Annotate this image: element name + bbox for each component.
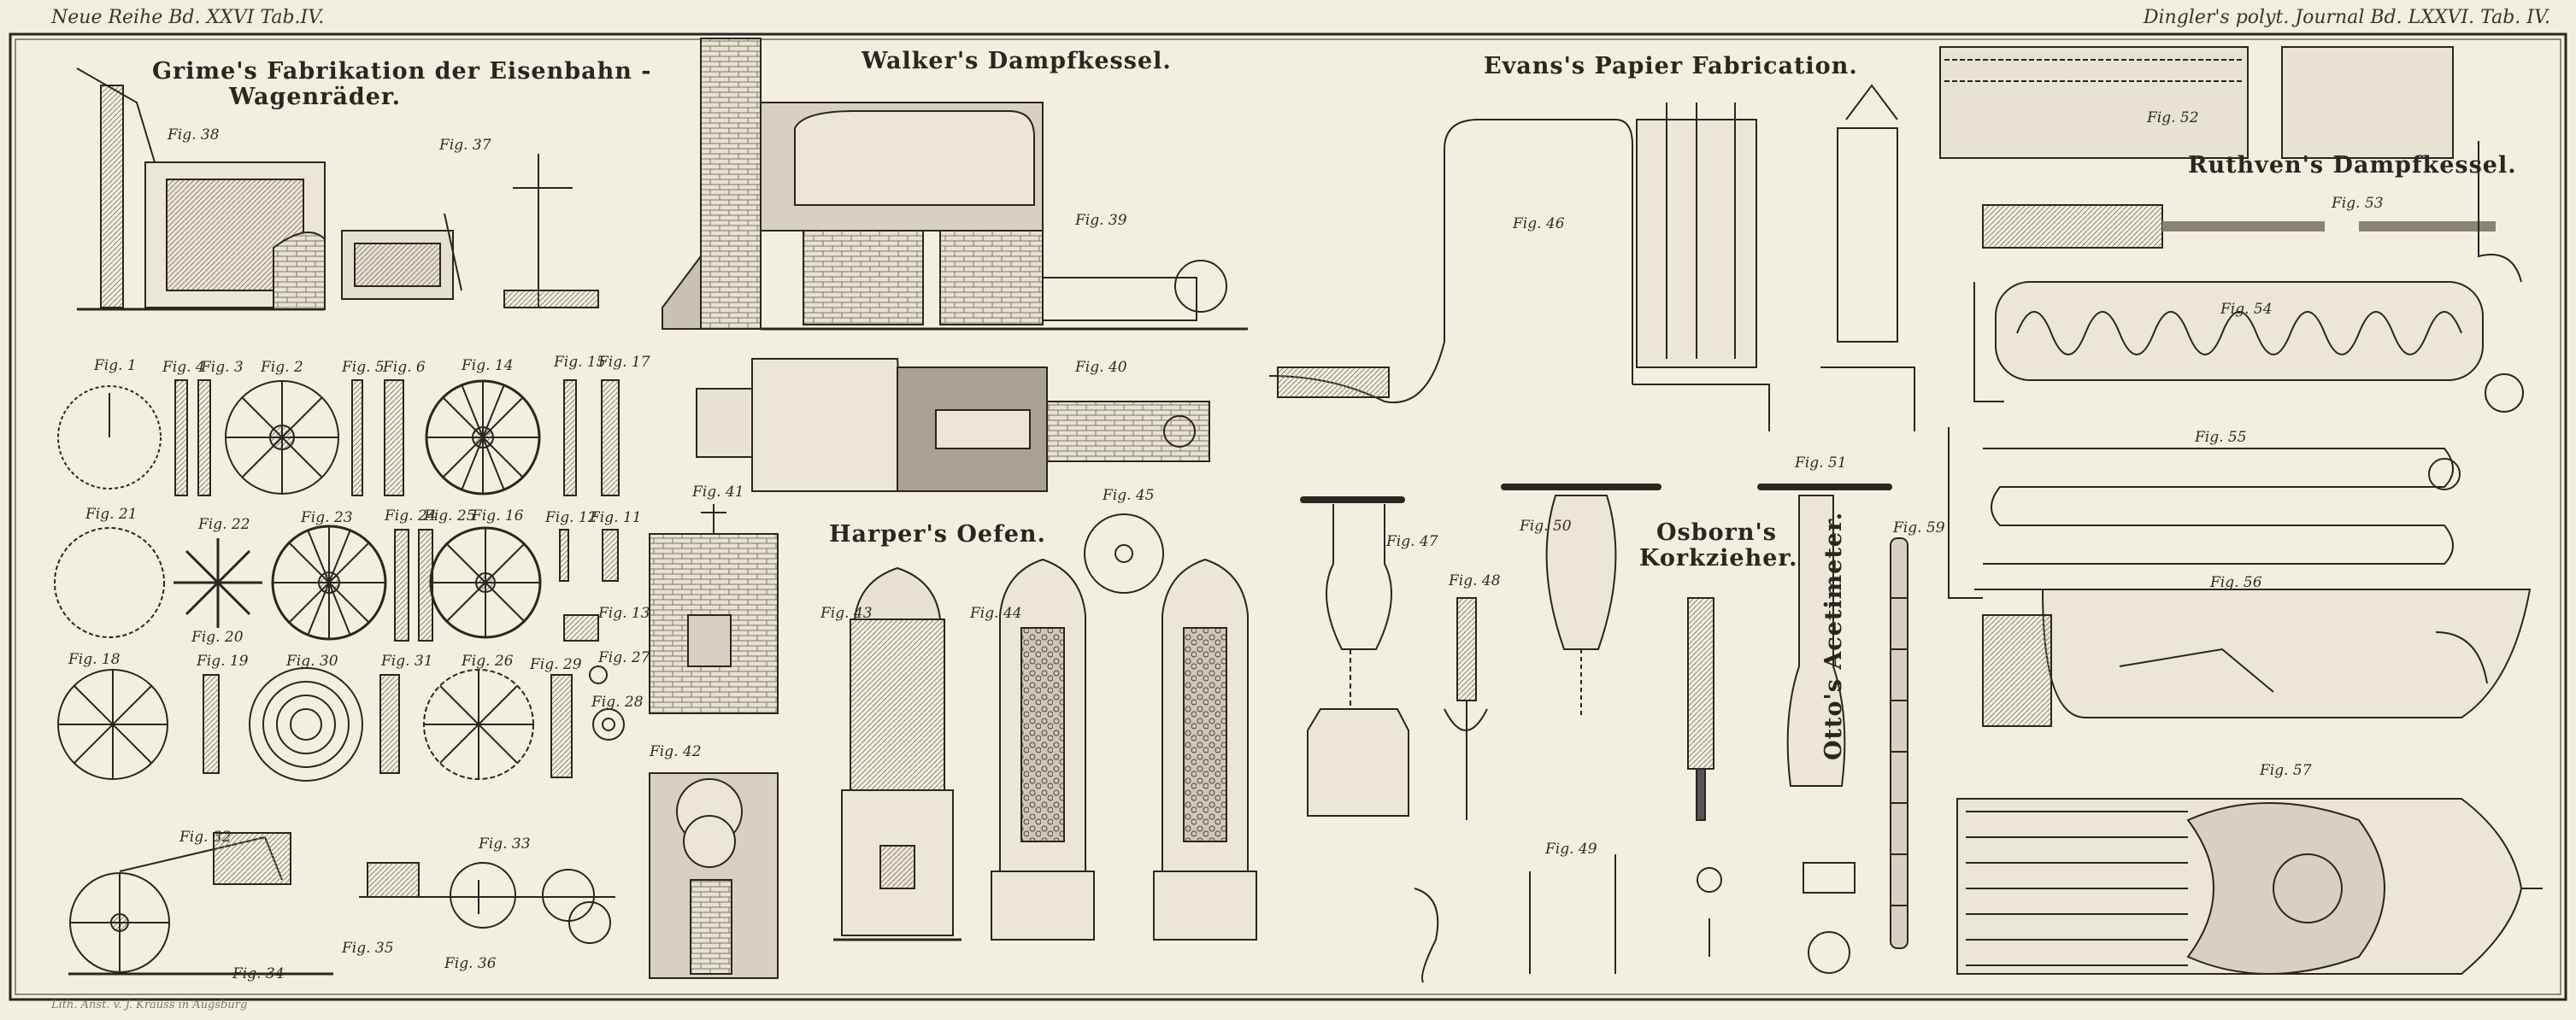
fig-5-label: Fig. 5 <box>342 359 385 376</box>
fig-38-label: Fig. 38 <box>168 126 220 144</box>
fig-57-label: Fig. 57 <box>2260 762 2312 779</box>
fig-21-label: Fig. 21 <box>85 506 138 523</box>
fig-55-label: Fig. 55 <box>2195 429 2247 446</box>
fig-39-label: Fig. 39 <box>1075 212 1127 229</box>
fig-51-label: Fig. 51 <box>1795 454 1847 472</box>
fig-54-label: Fig. 54 <box>2220 301 2273 318</box>
fig-39-drawing <box>662 38 1248 331</box>
fig-27-label: Fig. 27 <box>598 649 650 666</box>
harper-oefen-drawing <box>833 513 1257 941</box>
corkscrew-drawings <box>1300 484 1892 983</box>
title-grime-line1: Grime's Fabrikation der Eisenbahn - <box>152 58 652 85</box>
fig-32-label: Fig. 32 <box>179 829 232 846</box>
fig-53-label: Fig. 53 <box>2332 195 2384 212</box>
fig-13-label: Fig. 13 <box>598 605 650 622</box>
fig-14-label: Fig. 14 <box>462 357 514 374</box>
otto-acetimeter-drawing <box>1890 537 1908 949</box>
title-osborn-line2: Korkzieher. <box>1639 545 1798 572</box>
fig-48-label: Fig. 48 <box>1449 572 1501 589</box>
fig-6-label: Fig. 6 <box>383 359 426 376</box>
ruthven-dampfkessel-drawing <box>1939 46 2543 975</box>
fig-37-drawing <box>341 213 462 300</box>
fig-42-label: Fig. 42 <box>650 743 702 760</box>
fig-32-33-drawing <box>68 832 615 976</box>
fig-26-label: Fig. 26 <box>462 653 514 670</box>
fig-24-label: Fig. 24 <box>385 507 437 525</box>
fig-41-42-drawing <box>649 504 779 979</box>
fig-47-label: Fig. 47 <box>1386 533 1438 550</box>
fig-38-drawing <box>76 67 326 311</box>
fig-29-label: Fig. 29 <box>530 656 582 673</box>
plate-header-right: Dingler's polyt. Journal Bd. LXXVI. Tab.… <box>2143 7 2550 28</box>
fig-50-label: Fig. 50 <box>1520 518 1572 535</box>
fig-33-label: Fig. 33 <box>479 835 531 853</box>
fig-16-label: Fig. 16 <box>472 507 524 525</box>
title-evans: Evans's Papier Fabrication. <box>1484 53 1858 79</box>
fig-37-press-drawing <box>503 154 599 308</box>
fig-45-label: Fig. 45 <box>1103 487 1155 504</box>
fig-49-label: Fig. 49 <box>1545 841 1597 858</box>
lithographer-credit: Lith. Anst. v. J. Krauss in Augsburg <box>51 999 248 1011</box>
wheel-figures <box>54 379 625 782</box>
fig-2-label: Fig. 2 <box>261 359 303 376</box>
fig-36-label: Fig. 36 <box>444 955 497 972</box>
title-osborn-line1: Osborn's <box>1656 519 1777 546</box>
fig-28-label: Fig. 28 <box>591 694 644 711</box>
fig-34-label: Fig. 34 <box>232 965 285 982</box>
fig-43-label: Fig. 43 <box>820 605 873 622</box>
fig-52-label: Fig. 52 <box>2147 109 2199 126</box>
fig-15-label: Fig. 15 <box>554 354 606 371</box>
fig-18-label: Fig. 18 <box>68 651 121 668</box>
title-walker: Walker's Dampfkessel. <box>862 48 1172 74</box>
evans-papier-drawing <box>1268 84 1915 431</box>
fig-40-label: Fig. 40 <box>1075 359 1127 376</box>
fig-35-label: Fig. 35 <box>342 940 394 957</box>
fig-44-label: Fig. 44 <box>970 605 1022 622</box>
fig-12-label: Fig. 12 <box>545 509 597 526</box>
fig-25-label: Fig. 25 <box>424 507 476 525</box>
fig-20-label: Fig. 20 <box>191 629 244 646</box>
fig-31-label: Fig. 31 <box>381 653 433 670</box>
fig-40-drawing <box>696 358 1210 492</box>
title-grime-line2: Wagenräder. <box>229 84 402 110</box>
fig-46-label: Fig. 46 <box>1513 215 1565 232</box>
title-harper: Harper's Oefen. <box>829 521 1046 548</box>
fig-56-label: Fig. 56 <box>2210 574 2262 591</box>
title-otto: Otto's Acetimeter. <box>1820 511 1847 760</box>
plate-header-left: Neue Reihe Bd. XXVI Tab.IV. <box>51 7 325 28</box>
fig-1-label: Fig. 1 <box>94 357 137 374</box>
fig-59-label: Fig. 59 <box>1893 519 1945 536</box>
fig-4-label: Fig. 4 <box>162 359 205 376</box>
title-ruthven: Ruthven's Dampfkessel. <box>2188 152 2517 179</box>
fig-30-label: Fig. 30 <box>286 653 338 670</box>
fig-11-label: Fig. 11 <box>590 509 642 526</box>
fig-41-label: Fig. 41 <box>692 484 744 501</box>
fig-23-label: Fig. 23 <box>301 509 353 526</box>
fig-37-label: Fig. 37 <box>439 137 491 154</box>
fig-17-label: Fig. 17 <box>598 354 650 371</box>
fig-3-label: Fig. 3 <box>201 359 244 376</box>
fig-19-label: Fig. 19 <box>197 653 249 670</box>
fig-22-label: Fig. 22 <box>198 516 250 533</box>
